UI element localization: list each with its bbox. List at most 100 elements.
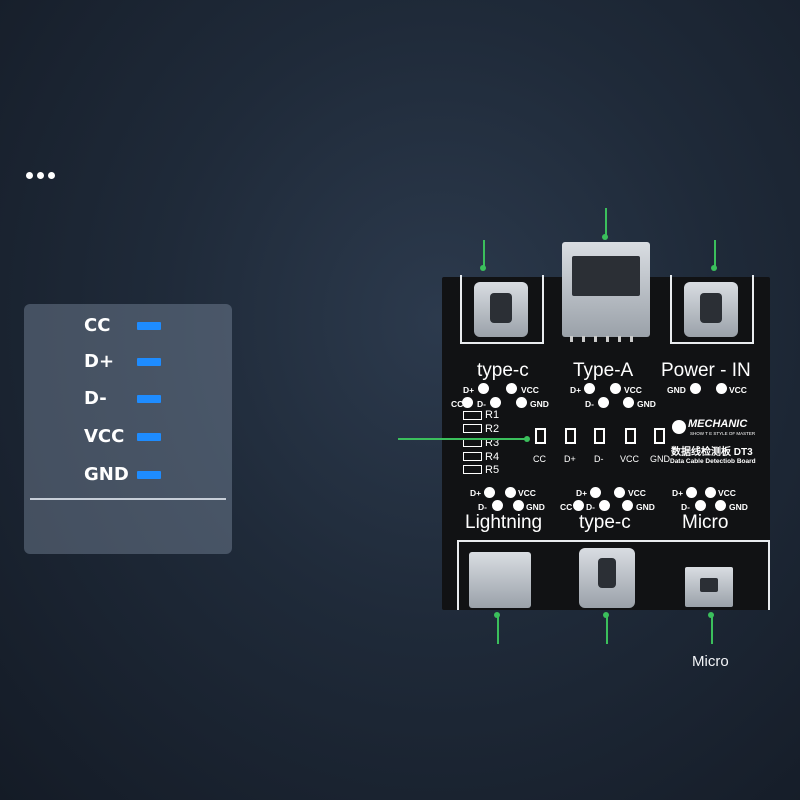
led-gnd (654, 428, 665, 444)
led-dplus (565, 428, 576, 444)
pin-label: D- (585, 399, 594, 409)
led-vcc (625, 428, 636, 444)
legend-label: VCC (84, 426, 125, 447)
micro-callout-label: Micro (692, 653, 729, 670)
pin-label: VCC (628, 488, 646, 498)
legend-row-dminus: D- (24, 385, 232, 413)
arrow-line (497, 614, 499, 644)
test-pad (478, 383, 489, 394)
resistor-label: R1 (485, 409, 500, 421)
legend-row-dplus: D+ (24, 348, 232, 376)
arrow-line (711, 614, 713, 644)
port-label-micro: Micro (682, 512, 729, 533)
pin-label: GND (729, 502, 748, 512)
port-label-type-a: Type-A (573, 360, 634, 381)
test-pad (686, 487, 697, 498)
led-label: D+ (564, 454, 576, 464)
legend-row-cc: CC (24, 312, 232, 340)
legend-label: GND (84, 464, 129, 485)
port-label-power-in: Power - IN (661, 360, 751, 381)
pin-label: VCC (729, 385, 747, 395)
test-pad (599, 500, 610, 511)
arrow-head-icon (711, 265, 717, 271)
arrow-line (714, 240, 716, 268)
arrow-head-icon (524, 436, 530, 442)
type-c-in-frame (460, 275, 544, 344)
legend-row-vcc: VCC (24, 423, 232, 451)
led-indicator-icon (137, 471, 161, 479)
resistor-label: R3 (485, 437, 500, 449)
test-pad (614, 487, 625, 498)
led-label: GND (650, 454, 670, 464)
board-title-cn: 数据线检测板 DT3 (671, 447, 753, 458)
test-pad (610, 383, 621, 394)
bottom-ports-frame (457, 540, 770, 610)
port-label-lightning: Lightning (465, 512, 543, 533)
resistor-pad (463, 411, 482, 420)
port-label-type-c: type-c (477, 360, 529, 381)
legend-label: CC (84, 315, 111, 336)
test-pad (598, 397, 609, 408)
legend-label: D- (84, 388, 107, 409)
led-label: VCC (620, 454, 640, 464)
board-title-en: Data Cable Detectiob Board (670, 458, 756, 465)
pin-label: CC (560, 502, 573, 512)
mechanic-logo-icon (672, 420, 686, 434)
pin-label: GND (530, 399, 549, 409)
pin-label: D+ (463, 385, 475, 395)
led-dminus (594, 428, 605, 444)
arrow-line (606, 614, 608, 644)
test-pad (492, 500, 503, 511)
port-slot (490, 293, 512, 323)
led-legend-panel: CC D+ D- VCC GND (24, 304, 232, 554)
resistor-label: R5 (485, 464, 500, 476)
port-slot (700, 578, 718, 592)
test-pad (695, 500, 706, 511)
pin-label: D- (681, 502, 690, 512)
led-indicator-icon (137, 433, 161, 441)
test-pad (715, 500, 726, 511)
pin-label: VCC (521, 385, 539, 395)
pin-label: D- (477, 399, 486, 409)
arrow-head-icon (602, 234, 608, 240)
pin-label: D- (478, 502, 487, 512)
test-pad (690, 383, 701, 394)
test-pad (622, 500, 633, 511)
test-pad (490, 397, 501, 408)
led-indicator-icon (137, 358, 161, 366)
led-cc (535, 428, 546, 444)
test-pad (516, 397, 527, 408)
pin-label: GND (526, 502, 545, 512)
test-pad (716, 383, 727, 394)
test-pad (484, 487, 495, 498)
divider (30, 498, 226, 500)
pin-label: GND (667, 385, 686, 395)
resistor-label: R4 (485, 451, 500, 463)
led-label: CC (533, 454, 546, 464)
test-pad (705, 487, 716, 498)
port-pins (570, 336, 640, 342)
brand-name: MECHANIC (688, 418, 748, 430)
resistor-pad (463, 452, 482, 461)
resistor-pad (463, 465, 482, 474)
arrow-head-icon (480, 265, 486, 271)
led-indicator-icon (137, 395, 161, 403)
pin-label: D+ (570, 385, 582, 395)
test-pad (462, 397, 473, 408)
lightning-port-icon (469, 552, 531, 608)
legend-label: D+ (84, 351, 115, 372)
arrow-line (483, 240, 485, 268)
test-pad (513, 500, 524, 511)
test-pad (573, 500, 584, 511)
more-options-icon[interactable] (26, 172, 55, 179)
pin-label: VCC (718, 488, 736, 498)
arrow-line (605, 208, 607, 238)
resistor-label: R2 (485, 423, 500, 435)
port-slot (572, 256, 640, 296)
port-slot (598, 558, 616, 588)
pin-label: D+ (470, 488, 482, 498)
pin-label: D- (586, 502, 595, 512)
port-slot (700, 293, 722, 323)
pin-label: GND (636, 502, 655, 512)
test-pad (590, 487, 601, 498)
